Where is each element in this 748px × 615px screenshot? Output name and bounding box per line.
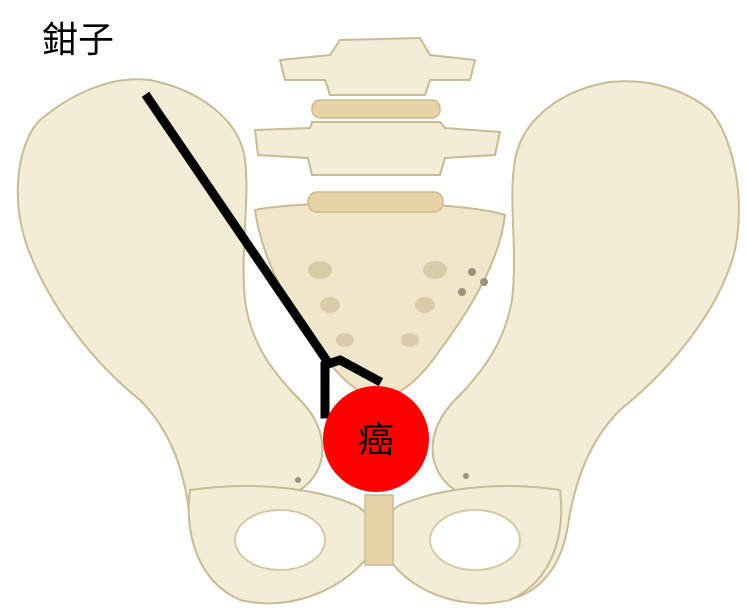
pubic-symphysis xyxy=(365,495,393,565)
disc-1 xyxy=(312,100,440,118)
pelvis-illustration xyxy=(18,38,739,603)
forceps-label: 鉗子 xyxy=(42,20,114,61)
disc-2 xyxy=(308,192,443,212)
sacrum xyxy=(255,203,505,400)
lumbar-vertebrae xyxy=(255,38,500,212)
tumor-label: 癌 xyxy=(358,420,394,461)
left-obturator-foramen xyxy=(235,510,325,570)
right-obturator-foramen xyxy=(430,510,520,570)
tumor-marker: 癌 xyxy=(323,386,429,492)
